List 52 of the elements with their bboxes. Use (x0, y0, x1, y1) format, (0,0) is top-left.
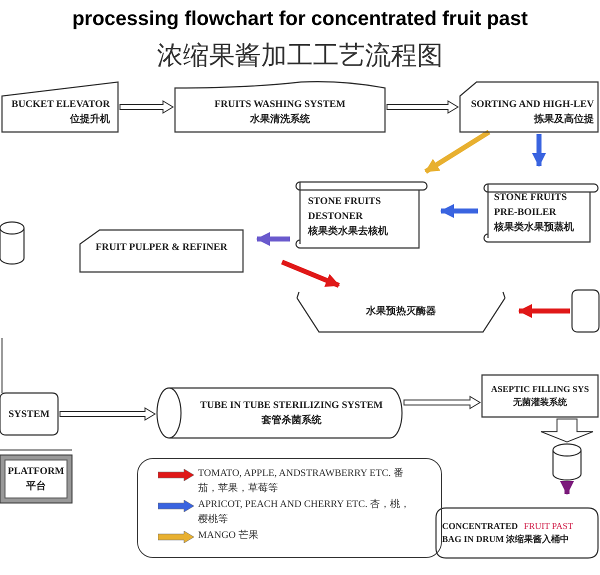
process-box (2, 82, 118, 132)
node-text: STONE FRUITS PRE-BOILER (494, 190, 568, 220)
node-text: STONE FRUITS DESTONER (308, 194, 382, 224)
node-text: 核果类水果预蒸机 (494, 220, 574, 234)
node-text: FRUIT PAST (524, 520, 574, 532)
process-box (572, 290, 599, 332)
block-arrow (60, 407, 156, 421)
block-arrow (404, 396, 481, 410)
subtitle: 浓缩果酱加工工艺流程图 (156, 40, 444, 73)
node-text: ASEPTIC FILLING SYS (490, 382, 590, 396)
product-box (436, 508, 598, 558)
hexagon-box (297, 290, 505, 332)
node-text: 拣果及高位提 (534, 112, 594, 127)
process-box (0, 393, 58, 435)
block-arrow (120, 100, 174, 114)
node-text: BAG IN DRUM 浓缩果酱入桶中 (442, 533, 570, 546)
tube-shape (157, 388, 402, 438)
node-text: TUBE IN TUBE STERILIZING SYSTEM (200, 399, 383, 413)
arrow (281, 260, 340, 288)
arrow (256, 232, 290, 246)
node-text: FRUITS WASHING SYSTEM (214, 98, 346, 112)
node-text: 位提升机 (70, 112, 110, 127)
node-text: CONCENTRATED (442, 520, 518, 532)
legend-text: MANGO 芒果 (198, 529, 260, 543)
arrow (560, 481, 574, 495)
legend-text: APRICOT, PEACH AND CHERRY ETC. 杏，桃，樱桃等 (198, 498, 410, 526)
arrow (440, 204, 478, 218)
node-text: BUCKET ELEVATOR (12, 98, 110, 112)
legend-text: TOMATO, APPLE, ANDSTRAWBERRY ETC. 番茄，苹果，草莓等 (198, 467, 404, 496)
node-text: 水果预热灭酶器 (366, 304, 436, 318)
arrow (518, 304, 570, 318)
node-text: 核果类水果去核机 (308, 224, 388, 238)
process-box (460, 82, 598, 132)
arrow (424, 130, 490, 174)
process-box (482, 375, 598, 417)
block-arrow (540, 418, 594, 443)
title: processing flowchart for concentrated fruit past (71, 8, 529, 31)
node-text: PLATFORM (8, 465, 64, 479)
node-text: 水果清洗系统 (250, 112, 310, 127)
node-text: SYSTEM (8, 408, 50, 422)
cylinder-tank (0, 222, 24, 264)
node-text: SORTING AND HIGH-LEV (470, 98, 594, 112)
block-arrow (386, 100, 459, 114)
process-box (175, 82, 385, 132)
node-text: 无菌灌装系统 (513, 396, 567, 409)
drum-shape (553, 444, 581, 480)
node-text: FRUIT PULPER & REFINER (96, 241, 228, 255)
node-text: 平台 (26, 480, 46, 494)
platform-box (0, 455, 72, 503)
process-box (80, 230, 243, 272)
node-text: 套管杀菌系统 (262, 414, 322, 428)
arrow (532, 134, 546, 167)
